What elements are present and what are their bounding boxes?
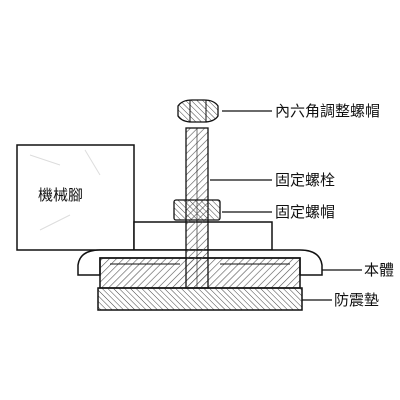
leader-lines xyxy=(210,110,362,301)
hex-adjusting-nut xyxy=(177,99,219,123)
label-fixing-nut: 固定螺帽 xyxy=(275,203,336,221)
label-body: 本體 xyxy=(364,261,395,279)
label-hex-nut: 內六角調整螺帽 xyxy=(275,102,381,120)
label-pad: 防震墊 xyxy=(334,291,380,309)
machine-foot-label: 機械腳 xyxy=(38,186,84,204)
label-bolt: 固定螺栓 xyxy=(275,171,336,189)
fixing-nut xyxy=(173,199,221,221)
anti-vibration-pad xyxy=(97,287,303,311)
